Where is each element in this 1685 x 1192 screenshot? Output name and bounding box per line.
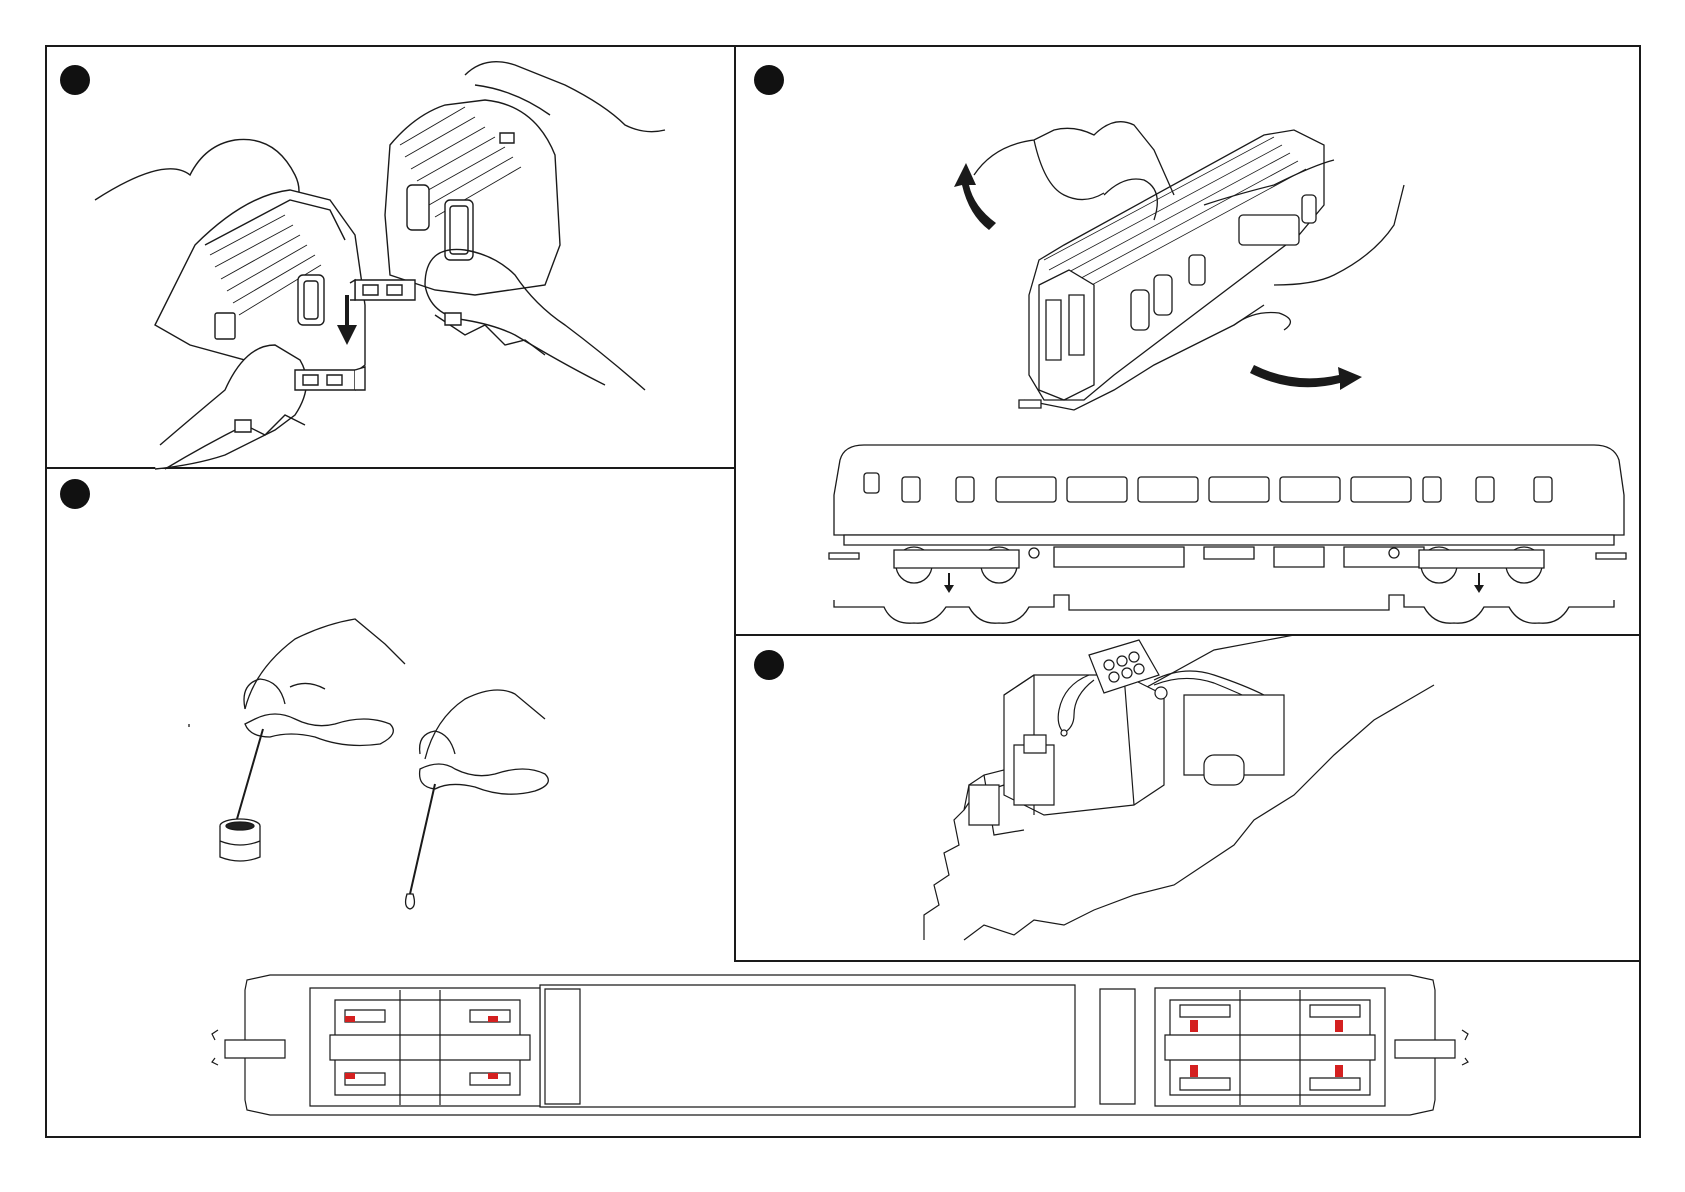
- panel-wheel-cleaning: [45, 469, 736, 962]
- cleaning-illustration: [45, 469, 736, 962]
- coupling-illustration: [45, 45, 736, 469]
- panel-decoder-socket: [734, 635, 1641, 962]
- decoder-illustration: [734, 635, 1641, 962]
- panel-coupling: [45, 45, 736, 469]
- body-removal-illustration: [734, 45, 1641, 636]
- panel-body-removal: [734, 45, 1641, 636]
